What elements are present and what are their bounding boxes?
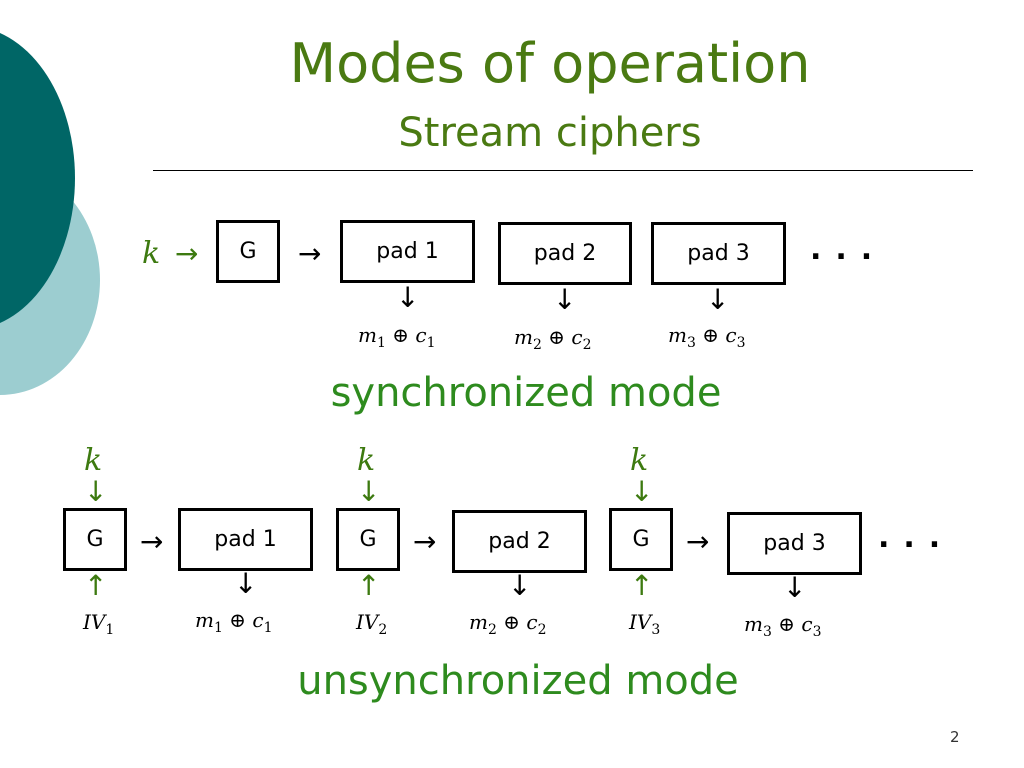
sync-pad-3: pad 3 (651, 222, 786, 285)
unsync-iv: IV2 (356, 610, 388, 638)
key-down-arrow-icon: ↓ (630, 475, 654, 508)
slide-subtitle: Stream ciphers (398, 110, 702, 156)
iv-up-arrow-icon: ↑ (357, 569, 381, 602)
unsync-key: k (630, 443, 649, 478)
unsync-ellipsis: ... (878, 520, 955, 555)
iv-up-arrow-icon: ↑ (84, 569, 108, 602)
sync-mode-label: synchronized mode (330, 370, 722, 416)
sync-generator-box: G (216, 220, 280, 283)
sync-output-1: m1 ⊕ c1 (358, 323, 436, 351)
page-number: 2 (950, 728, 960, 746)
decor-dark-circle (0, 32, 75, 324)
title-divider (153, 170, 973, 171)
unsync-output-3: m3 ⊕ c3 (744, 612, 822, 640)
decor-circles (0, 32, 100, 395)
unsync-key: k (84, 443, 103, 478)
down-arrow-icon: ↓ (508, 569, 532, 602)
right-arrow-icon: → (413, 525, 437, 558)
down-arrow-icon: ↓ (783, 571, 807, 604)
down-arrow-icon: ↓ (396, 281, 420, 314)
sync-key: k (142, 236, 161, 271)
sync-ellipsis: ... (810, 232, 887, 267)
key-down-arrow-icon: ↓ (84, 475, 108, 508)
key-arrow-icon: → (175, 237, 199, 270)
iv-up-arrow-icon: ↑ (630, 569, 654, 602)
unsync-generator-box: G (609, 508, 673, 571)
unsync-output-2: m2 ⊕ c2 (469, 610, 547, 638)
unsync-iv: IV3 (629, 610, 661, 638)
sync-output-2: m2 ⊕ c2 (514, 325, 592, 353)
down-arrow-icon: ↓ (553, 283, 577, 316)
right-arrow-icon: → (686, 525, 710, 558)
sync-output-3: m3 ⊕ c3 (668, 323, 746, 351)
right-arrow-icon: → (140, 525, 164, 558)
right-arrow-icon: → (298, 237, 322, 270)
unsync-output-1: m1 ⊕ c1 (195, 608, 273, 636)
unsync-generator-box: G (336, 508, 400, 571)
slide-title: Modes of operation (289, 32, 811, 95)
unsync-iv: IV1 (83, 610, 115, 638)
unsync-pad-2: pad 2 (452, 510, 587, 573)
unsync-key: k (357, 443, 376, 478)
down-arrow-icon: ↓ (234, 567, 258, 600)
unsync-pad-3: pad 3 (727, 512, 862, 575)
unsync-mode-label: unsynchronized mode (297, 658, 739, 704)
sync-pad-2: pad 2 (498, 222, 632, 285)
down-arrow-icon: ↓ (706, 283, 730, 316)
key-down-arrow-icon: ↓ (357, 475, 381, 508)
unsync-generator-box: G (63, 508, 127, 571)
sync-pad-1: pad 1 (340, 220, 475, 283)
unsync-pad-1: pad 1 (178, 508, 313, 571)
